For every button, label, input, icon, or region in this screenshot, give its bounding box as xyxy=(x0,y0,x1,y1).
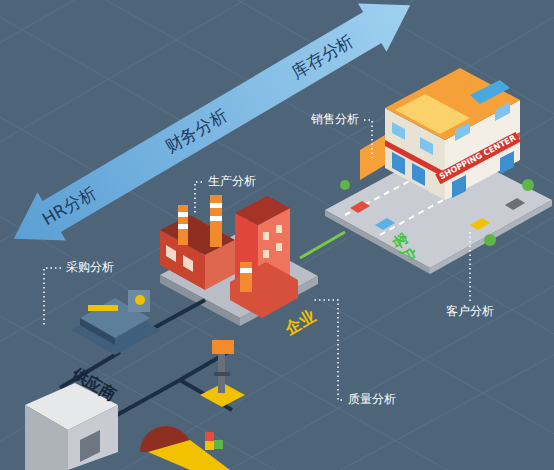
saw-part xyxy=(205,432,214,441)
callout-label: 生产分析 xyxy=(208,175,256,188)
shopping-center-part xyxy=(385,68,520,140)
trees-part xyxy=(484,234,496,246)
drill-press-part xyxy=(214,372,230,376)
factory-part xyxy=(183,255,193,272)
shopping-center-part xyxy=(470,80,510,104)
leader-lines-part xyxy=(364,120,372,158)
factory-part xyxy=(230,262,298,318)
shopping-center-part xyxy=(495,102,510,121)
lathe-part xyxy=(88,305,118,311)
factory-part xyxy=(166,245,176,262)
factory-part xyxy=(178,205,188,245)
callout-label: 客户分析 xyxy=(446,305,494,318)
leader-lines-part xyxy=(44,268,61,326)
lathe-part xyxy=(135,295,145,305)
warehouse-part xyxy=(25,405,68,470)
saw-part xyxy=(148,440,230,470)
cars-part xyxy=(375,218,395,230)
mall-ground-part xyxy=(325,210,430,274)
saw xyxy=(140,426,230,470)
warehouse-part xyxy=(80,430,100,462)
factory-part xyxy=(210,203,222,208)
factory-mall-link xyxy=(300,232,345,258)
cars-part xyxy=(470,218,490,230)
lathe-part xyxy=(80,318,115,345)
cars xyxy=(350,198,525,230)
factory-part xyxy=(235,196,290,225)
drill-press xyxy=(200,340,245,407)
factory-part xyxy=(210,216,222,221)
leader-lines xyxy=(44,120,470,400)
warehouse-part xyxy=(68,405,118,470)
factory-part xyxy=(276,225,282,233)
factory-part xyxy=(240,262,252,292)
shopping-center-part xyxy=(455,122,470,141)
trees-part xyxy=(340,180,350,190)
saw-part xyxy=(205,441,214,450)
shopping-center-part xyxy=(392,152,405,175)
lathe-part xyxy=(128,290,150,312)
drill-press-part xyxy=(212,340,234,354)
factory-part xyxy=(178,212,188,217)
factory-part xyxy=(263,232,269,240)
leader-lines-part xyxy=(469,232,471,301)
trees-part xyxy=(522,179,534,191)
shopping-center-part xyxy=(420,137,433,155)
leader-lines-part xyxy=(195,182,202,214)
callout-label: 销售分析 xyxy=(311,113,359,126)
shopping-center-part xyxy=(500,151,514,174)
factory-part xyxy=(240,268,252,273)
trees xyxy=(340,179,534,246)
shopping-center-part xyxy=(452,175,466,198)
mall-ground-part xyxy=(430,200,552,274)
factory-part xyxy=(210,195,222,247)
factory-part xyxy=(276,243,282,251)
factory-part xyxy=(178,224,188,229)
callout-label: 质量分析 xyxy=(348,393,396,406)
cars-part xyxy=(350,201,370,213)
factory xyxy=(160,195,298,318)
double-arrow xyxy=(0,0,424,263)
saw-part xyxy=(214,440,223,449)
shopping-center-part xyxy=(412,163,425,186)
lathe xyxy=(72,290,160,355)
cars-part xyxy=(505,198,525,210)
callout-label: 采购分析 xyxy=(66,261,114,274)
shopping-center xyxy=(360,68,520,200)
factory-part xyxy=(263,250,269,258)
shopping-center-part xyxy=(392,122,405,140)
supply-lines-part xyxy=(150,300,205,330)
leader-lines-part xyxy=(312,300,342,400)
